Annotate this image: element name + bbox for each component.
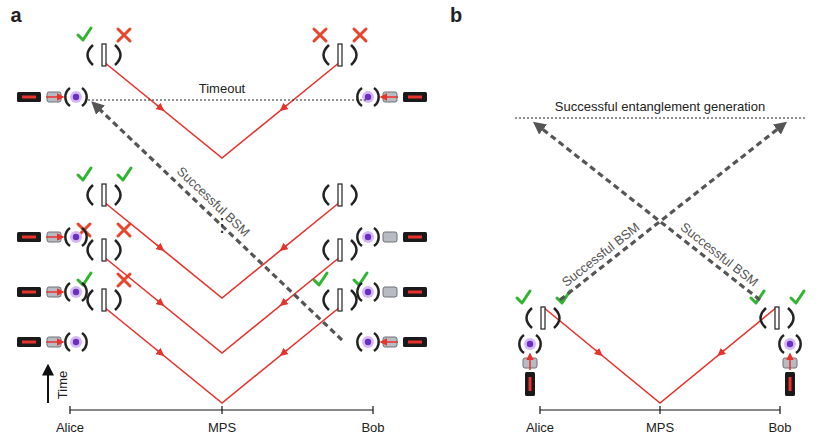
axis xyxy=(540,406,780,414)
laser xyxy=(17,287,41,297)
bsm-arrow xyxy=(560,124,784,300)
check-mark xyxy=(314,273,327,285)
excitation-beam xyxy=(46,291,63,293)
panel-letter: a xyxy=(8,4,23,26)
ion-trap xyxy=(65,283,86,301)
timeout-line xyxy=(88,100,368,101)
cross-mark xyxy=(118,224,130,236)
node-station xyxy=(751,291,804,396)
axis-label: Alice xyxy=(54,421,86,435)
lens xyxy=(383,232,397,242)
ellipsis: ⋮ xyxy=(211,216,233,236)
axis xyxy=(70,406,373,414)
laser xyxy=(17,232,41,242)
laser xyxy=(17,337,41,347)
axis-label: MPS xyxy=(206,421,238,435)
bsm-label: Successful BSM xyxy=(558,219,644,291)
node-station xyxy=(314,273,427,351)
excitation-beam xyxy=(46,341,63,343)
node-station xyxy=(314,29,427,106)
excitation-beam xyxy=(46,96,63,98)
cavity xyxy=(88,44,121,66)
cross-mark xyxy=(354,29,366,41)
check-mark xyxy=(791,291,804,303)
laser xyxy=(403,232,427,242)
laser xyxy=(403,92,427,102)
laser xyxy=(403,287,427,297)
photon-paths xyxy=(104,62,340,158)
cavity xyxy=(527,307,560,329)
axis-label: Bob xyxy=(359,421,386,435)
axis-label: Bob xyxy=(766,421,793,435)
laser xyxy=(403,337,427,347)
ion-trap xyxy=(519,335,540,353)
excitation-beam xyxy=(789,354,791,370)
laser xyxy=(785,372,795,396)
bsm-label: Successful BSM xyxy=(676,219,762,291)
cavity xyxy=(324,289,357,311)
timeout-label: Timeout xyxy=(197,82,247,96)
check-mark xyxy=(517,291,530,303)
laser xyxy=(17,92,41,102)
excitation-beam xyxy=(381,96,398,98)
node-station xyxy=(17,28,130,106)
axis-label: Alice xyxy=(524,421,556,435)
cavity xyxy=(324,44,357,66)
excitation-beam xyxy=(46,236,63,238)
node-station xyxy=(17,273,130,351)
time-arrow xyxy=(47,366,49,403)
bsm-arrow xyxy=(94,104,342,340)
ion-trap xyxy=(357,283,378,301)
photon-paths xyxy=(543,307,777,403)
ion-trap xyxy=(779,335,800,353)
lens xyxy=(383,287,397,297)
cross-mark xyxy=(314,29,326,41)
bsm-arrow xyxy=(536,124,760,300)
ion-trap xyxy=(65,228,86,246)
cavity xyxy=(88,239,121,261)
photon-paths xyxy=(104,202,340,298)
success-label: Successful entanglement generation xyxy=(553,100,767,114)
photon-paths xyxy=(104,307,340,403)
node-station xyxy=(17,224,130,301)
node-station xyxy=(517,291,570,396)
success-line xyxy=(515,118,805,119)
cross-mark xyxy=(118,29,130,41)
ion-trap xyxy=(65,88,86,106)
check-mark xyxy=(78,28,91,40)
cavity xyxy=(324,239,357,261)
laser xyxy=(525,372,535,396)
excitation-beam xyxy=(529,354,531,370)
cavity xyxy=(88,289,121,311)
axis-label: MPS xyxy=(644,421,676,435)
check-mark xyxy=(118,168,131,180)
check-mark xyxy=(78,273,91,285)
check-mark xyxy=(78,168,91,180)
ion-trap xyxy=(65,333,86,351)
node-station xyxy=(324,239,428,301)
cavity xyxy=(324,184,357,206)
panel-letter: b xyxy=(448,4,464,26)
node-station xyxy=(324,184,428,246)
time-label: Time xyxy=(56,369,70,401)
ion-trap xyxy=(357,333,378,351)
node-station xyxy=(17,168,131,246)
excitation-beam xyxy=(381,341,398,343)
cavity xyxy=(88,184,121,206)
ion-trap xyxy=(357,228,378,246)
ion-trap xyxy=(357,88,378,106)
cavity xyxy=(761,307,794,329)
